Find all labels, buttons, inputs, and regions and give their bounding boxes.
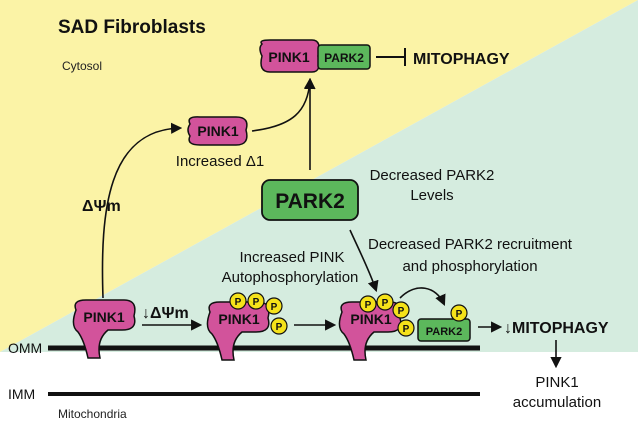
phospho-dot	[229, 292, 247, 310]
decreased-recruit-line1: Decreased PARK2 recruitment	[368, 236, 573, 253]
delta-psi-m-text: ΔΨm	[82, 198, 121, 215]
omm-label: OMM	[8, 340, 42, 356]
pink1-cytosol-label: PINK1	[197, 123, 238, 139]
phospho-group-2: P P P P	[229, 292, 288, 335]
phospho-label: P	[382, 298, 389, 309]
imm-label: IMM	[8, 386, 35, 402]
phospho-dot	[265, 297, 283, 315]
pink1-membrane-3-label: PINK1	[350, 311, 391, 327]
mitophagy-top: MITOPHAGY	[413, 51, 510, 68]
mitochondria-region	[0, 0, 638, 352]
phospho-dot	[247, 292, 265, 310]
park2-membrane-shape	[417, 318, 471, 342]
accumulation-line1: PINK1	[535, 374, 578, 391]
phospho-label: P	[403, 324, 410, 335]
mitochondria-label: Mitochondria	[58, 407, 127, 421]
pink1-cytosol-shape	[187, 116, 248, 146]
phospho-group-3: P P P P	[359, 293, 415, 337]
arrow-park2-to-membrane	[349, 229, 379, 293]
phospho-dot	[392, 301, 410, 319]
pink1-membrane-2-label: PINK1	[218, 311, 259, 327]
down-delta-psi-m-text: ↓ΔΨm	[142, 305, 189, 322]
phospho-label: P	[456, 309, 463, 320]
park2-complex-shape	[317, 44, 371, 70]
park2-complex-label: PARK2	[324, 51, 364, 65]
phospho-label: P	[253, 297, 260, 308]
mitophagy-bottom: ↓MITOPHAGY	[504, 320, 609, 337]
pink1-membrane-1-label: PINK1	[83, 309, 124, 325]
phospho-dot	[450, 304, 468, 322]
cytosol-label: Cytosol	[62, 59, 102, 73]
park2-central-label: PARK2	[275, 190, 345, 213]
increased-delta-text: Increased Δ1	[176, 153, 264, 170]
pink1-membrane-2: PINK1	[206, 301, 270, 361]
arrow-recruitment	[399, 287, 446, 307]
increased-pink-line1: Increased PINK	[239, 249, 344, 266]
park2-central-shape	[261, 179, 359, 221]
phospho-label: P	[235, 297, 242, 308]
increased-pink-line2: Autophosphorylation	[222, 269, 359, 286]
arrow-pink1-to-complex	[251, 77, 316, 132]
phospho-dot	[376, 293, 394, 311]
phospho-label: P	[276, 322, 283, 333]
accumulation-line2: accumulation	[513, 394, 601, 411]
phospho-label: P	[398, 306, 405, 317]
pink1-park2-complex: PINK1 PARK2	[259, 39, 371, 73]
arrow-membrane-to-cytosol	[101, 122, 183, 299]
title: SAD Fibroblasts	[58, 17, 206, 38]
phospho-dot	[397, 319, 415, 337]
phospho-label: P	[271, 302, 278, 313]
pink1-complex-label: PINK1	[268, 49, 309, 65]
pink1-membrane-1-shape	[72, 299, 136, 359]
pink1-membrane-1: PINK1	[72, 299, 136, 359]
park2-membrane-label: PARK2	[426, 326, 462, 338]
decreased-park2-line2: Levels	[410, 187, 453, 204]
phospho-label: P	[365, 300, 372, 311]
decreased-park2-line1: Decreased PARK2	[370, 167, 495, 184]
phospho-dot	[359, 295, 377, 313]
phospho-dot	[270, 317, 288, 335]
pink1-membrane-3: PINK1	[338, 301, 402, 361]
decreased-recruit-line2: and phosphorylation	[402, 258, 537, 275]
